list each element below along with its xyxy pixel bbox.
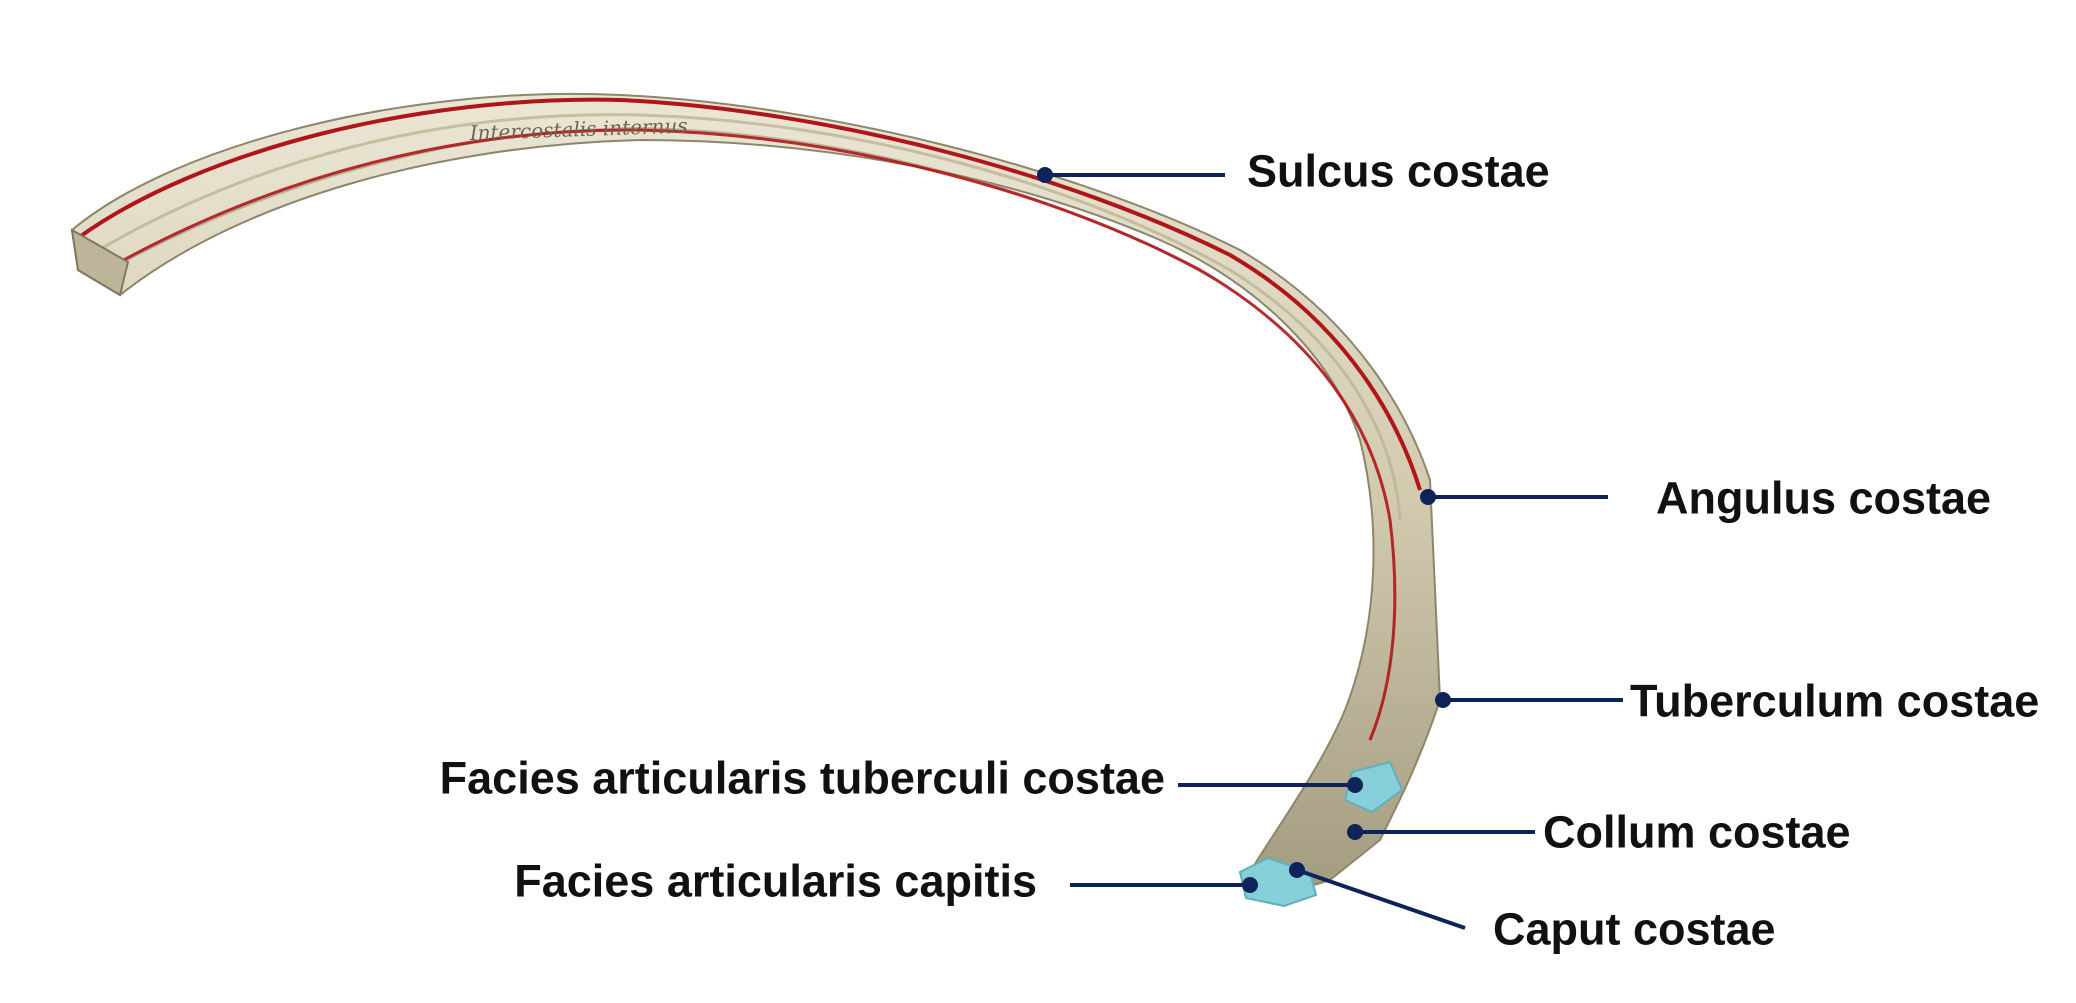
dot-caput bbox=[1289, 862, 1305, 878]
leader-caput bbox=[1296, 868, 1466, 930]
label-sulcus-costae: Sulcus costae bbox=[1247, 145, 1550, 197]
dot-facies-capitis bbox=[1242, 877, 1258, 893]
dot-facies-tuberculi bbox=[1347, 777, 1363, 793]
anterior-rib-end bbox=[70, 228, 130, 297]
tubercle-facet-cartilage bbox=[1343, 760, 1404, 814]
dot-sulcus bbox=[1037, 167, 1053, 183]
label-caput-costae: Caput costae bbox=[1493, 903, 1776, 955]
label-tuberculum-costae: Tuberculum costae bbox=[1630, 675, 2040, 727]
bone-texture-1 bbox=[89, 113, 1402, 521]
dot-tuberculum bbox=[1435, 692, 1451, 708]
inner-red-line bbox=[119, 128, 1397, 741]
label-angulus-costae: Angulus costae bbox=[1656, 472, 1992, 524]
rib-shaft bbox=[70, 92, 1442, 891]
leader-dots bbox=[1037, 167, 1451, 893]
costal-groove-red-line bbox=[76, 97, 1422, 491]
label-facies-articularis-capitis: Facies articularis capitis bbox=[514, 855, 1037, 907]
leader-lines bbox=[1045, 173, 1623, 930]
label-collum-costae: Collum costae bbox=[1543, 806, 1851, 858]
dot-collum bbox=[1347, 824, 1363, 840]
dot-angulus bbox=[1420, 489, 1436, 505]
label-facies-articularis-tuberculi-costae: Facies articularis tuberculi costae bbox=[439, 752, 1165, 804]
